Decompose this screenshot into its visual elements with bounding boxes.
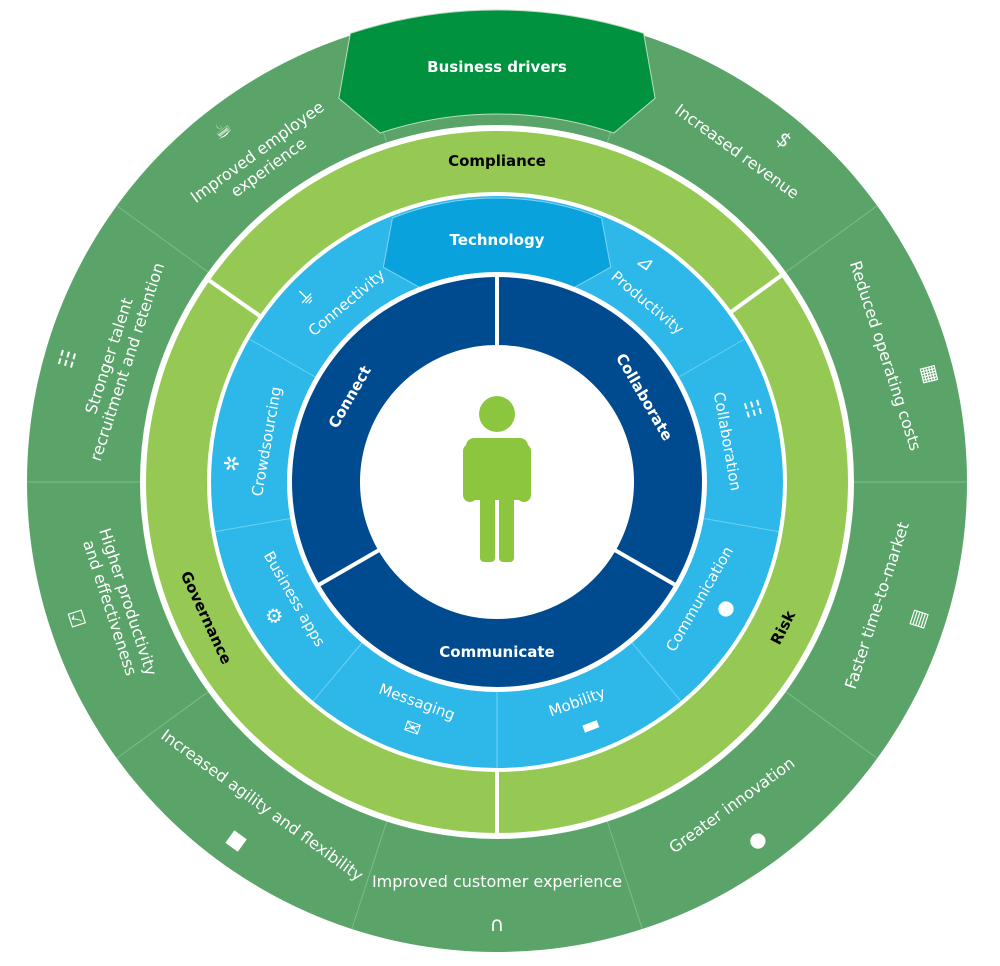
core-divider — [316, 547, 382, 588]
outer-item-label-4-line: Improved customer experience — [372, 872, 622, 891]
outer-segment-divider — [606, 821, 643, 930]
core-segment-collaborate — [497, 277, 702, 585]
technology-segment-divider — [678, 338, 745, 378]
governance-divider — [206, 277, 263, 319]
envelope-icon: ✉ — [401, 714, 425, 742]
outer-segment-divider — [785, 691, 878, 759]
technology-header: Technology — [450, 231, 545, 249]
business-drivers-tab — [338, 9, 656, 134]
outer-segment-divider — [785, 205, 878, 273]
core-divider — [612, 547, 678, 588]
core-label-communicate-line: Communicate — [439, 643, 554, 661]
people-icon: ☷ — [53, 347, 81, 371]
business-drivers-header-line: Business drivers — [427, 58, 567, 76]
technology-segment-divider — [631, 642, 682, 702]
governance-segment-risk — [497, 275, 848, 833]
outer-segment-divider — [116, 205, 209, 273]
business-drivers-header: Business drivers — [427, 58, 567, 76]
governance-label-compliance-line: Compliance — [448, 152, 546, 170]
outer-segment-divider — [116, 691, 209, 759]
people-icon: ☷ — [739, 397, 767, 421]
governance-label-compliance: Compliance — [448, 152, 546, 170]
technology-segment-divider — [703, 517, 779, 533]
core-segment-communicate — [319, 550, 675, 687]
outer-segment-divider — [351, 821, 388, 930]
network-icon: ✲ — [219, 454, 244, 472]
core-label-communicate: Communicate — [439, 643, 554, 661]
core-segment-connect — [291, 277, 497, 585]
outer-item-label-4: Improved customer experience — [372, 872, 622, 891]
technology-segment-divider — [312, 642, 363, 702]
governance-segment-governance — [146, 280, 497, 833]
technology-segment-divider — [215, 517, 291, 533]
governance-segment-compliance — [209, 131, 781, 316]
technology-segment-divider — [249, 338, 316, 378]
technology-header-line: Technology — [450, 231, 545, 249]
person-icon — [463, 396, 531, 562]
governance-divider — [728, 272, 784, 315]
headphones-icon: ∩ — [490, 912, 505, 936]
